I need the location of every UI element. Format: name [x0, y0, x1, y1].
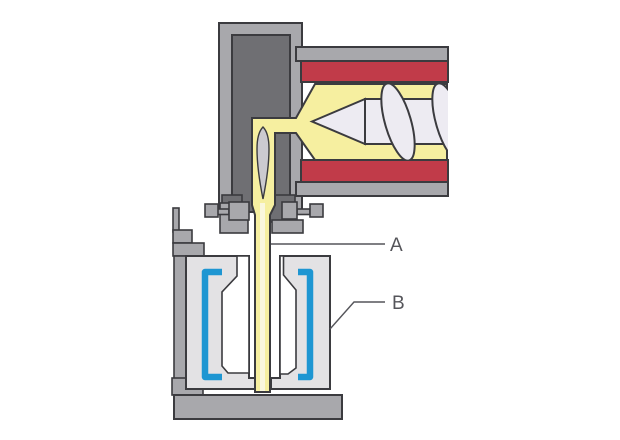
screw-tip-cone	[309, 97, 366, 146]
clamp-back-plate	[173, 255, 187, 387]
leader-lines	[271, 243, 385, 330]
screw-flight-1	[380, 84, 416, 160]
cooling-channels	[201, 268, 314, 381]
heater-band-top	[300, 60, 449, 83]
heater-band-bottom	[300, 159, 449, 183]
label-b: B	[392, 293, 405, 314]
heater-bands	[300, 60, 449, 183]
bolt-plate-right	[271, 219, 304, 234]
extruder-barrel	[295, 46, 449, 197]
bolt-head-right	[309, 203, 324, 218]
cooling-channel-left	[201, 268, 222, 381]
barrel-wall-top	[295, 46, 449, 62]
die-bolts	[204, 201, 324, 234]
clamp-step-2	[172, 229, 193, 244]
bolt-shaft-left	[216, 208, 230, 216]
label-a: A	[390, 235, 403, 256]
clamp-step-1	[172, 207, 180, 233]
mold-cavity-left	[221, 255, 250, 374]
machine-base	[173, 394, 343, 420]
bolt-head-left	[204, 203, 219, 218]
clamp-step-3	[172, 242, 205, 257]
screw-flight-2	[431, 84, 448, 160]
bolt-nut-right	[281, 201, 298, 220]
barrel-wall-bottom	[295, 181, 449, 197]
die-mandrel	[256, 126, 270, 200]
labels: A B	[390, 235, 405, 314]
parison-core	[260, 203, 265, 391]
bolt-nut-left	[228, 201, 250, 221]
bolt-shaft-right	[296, 208, 311, 216]
cooling-channel-right	[298, 268, 314, 381]
leader-line-b	[329, 301, 385, 330]
mold-cavity-right	[279, 255, 297, 375]
extruder-screw	[309, 84, 448, 160]
